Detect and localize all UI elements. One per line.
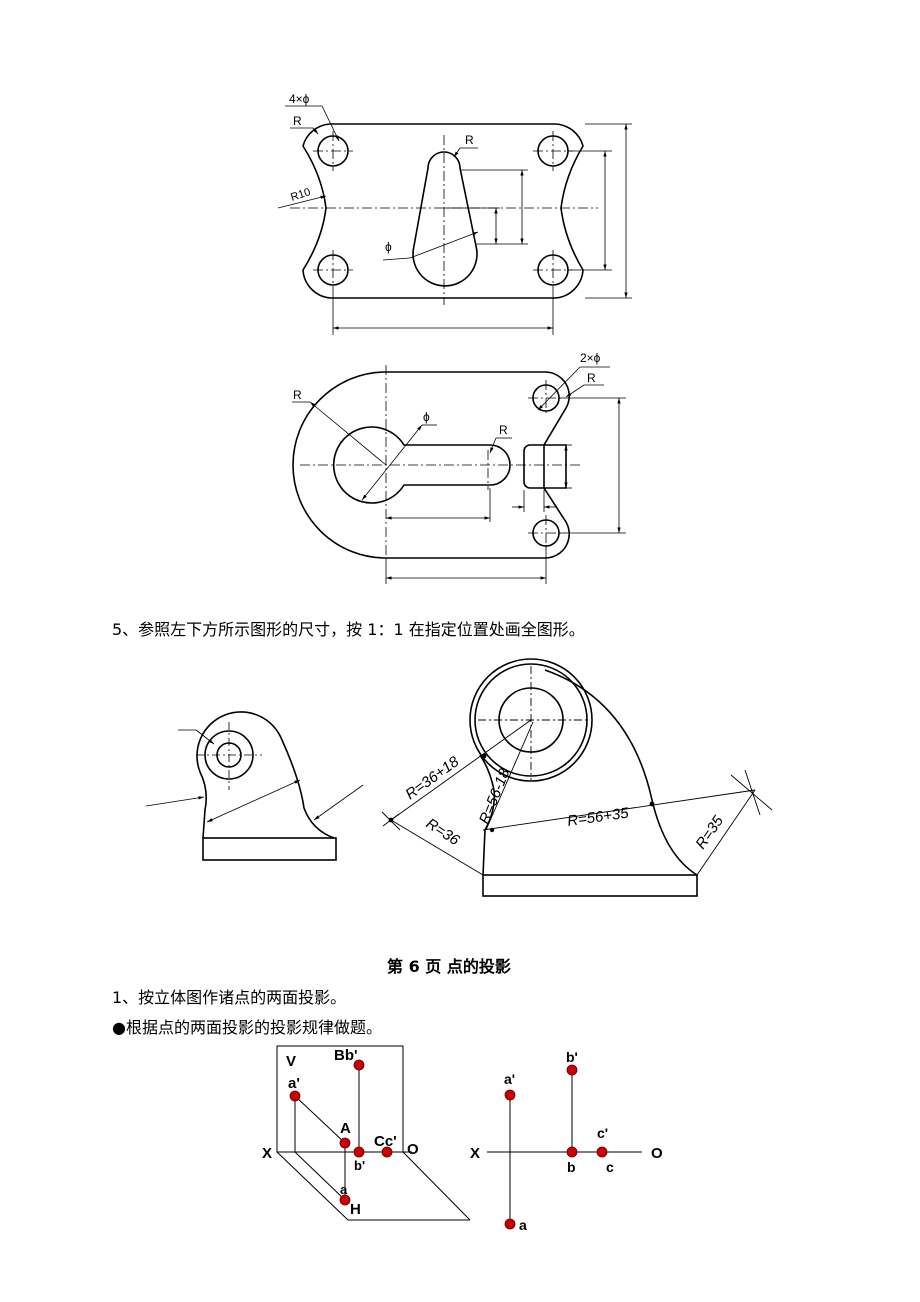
- point-a-2d: [504, 1218, 516, 1230]
- label-X-3d: X: [262, 1145, 272, 1162]
- label-a-prime-3d: a': [288, 1075, 300, 1092]
- figure-lug-dimension-texts: 2×ϕ R R ϕ R: [293, 351, 601, 437]
- label-b-prime-2d: b': [566, 1049, 578, 1065]
- diagram-3d-projection: [276, 1045, 471, 1221]
- page-6-title: 第 6 页 点的投影: [387, 957, 511, 976]
- figure-given-bracket: [196, 711, 337, 861]
- diagram-3d-points: [289, 1059, 393, 1206]
- point-B-3d: [353, 1059, 365, 1071]
- label-a-2d: a: [519, 1217, 527, 1233]
- label-r-36-plus-18: R=36+18: [402, 753, 462, 803]
- diagram-3d-labels: V Bb' a' A Cc' O X b' a H: [262, 1047, 419, 1218]
- label-r-56-minus-18: R=56-18: [476, 766, 514, 827]
- point-C-3d: [381, 1146, 393, 1158]
- label-Cc: Cc': [374, 1133, 397, 1150]
- label-r-56-plus-35: R=56+35: [566, 804, 630, 830]
- dim-r10: R10: [289, 186, 312, 204]
- figure-construction-lines: [381, 666, 773, 876]
- label-H: H: [350, 1201, 361, 1218]
- point-c-2d: [596, 1146, 608, 1158]
- label-X-2d: X: [470, 1145, 480, 1162]
- dim-corner-radius: R: [293, 114, 302, 128]
- bullet-icon: ●: [112, 1018, 126, 1037]
- point-b-2d: [566, 1146, 578, 1158]
- figure-plate-dimension-texts: 4×ϕ R R10 R ϕ: [289, 92, 474, 254]
- dim-four-holes: 4×ϕ: [289, 92, 310, 106]
- figure-lug-dimensions: [292, 366, 626, 584]
- note-text: 根据点的两面投影的投影规律做题。: [125, 1018, 382, 1037]
- dim-big-radius: R: [293, 388, 302, 402]
- label-r-36: R=36: [423, 815, 463, 849]
- figure-plate-dimensions: [277, 105, 632, 335]
- label-b-2d: b: [567, 1159, 576, 1175]
- figure-construction-labels: R=36+18 R=56-18 R=36 R=56+35 R=35: [402, 753, 727, 852]
- figure-given-bracket-lines: [145, 722, 364, 823]
- diagram-2d-labels: X O a' b' c' b c a: [470, 1049, 663, 1233]
- question-1: 1、按立体图作诸点的两面投影。: [112, 988, 347, 1007]
- figure-plate-centerlines: [290, 131, 598, 305]
- point-A-3d: [339, 1137, 351, 1149]
- point-b-prime-2d: [566, 1064, 578, 1076]
- figure-lug-centerlines: [300, 365, 580, 560]
- label-a-prime-2d: a': [504, 1071, 515, 1087]
- point-b-3d: [353, 1146, 365, 1158]
- dim-center-diameter: ϕ: [423, 410, 430, 424]
- figure-plate-four-holes: [302, 123, 584, 299]
- diagram-2d-points: [504, 1064, 608, 1230]
- label-c-prime-2d: c': [597, 1125, 608, 1141]
- projection-rule-note: ●根据点的两面投影的投影规律做题。: [112, 1014, 382, 1038]
- label-O-3d: O: [407, 1141, 419, 1158]
- point-a-3d: [339, 1194, 351, 1206]
- label-Bb: Bb': [334, 1047, 358, 1064]
- label-r-35: R=35: [692, 812, 727, 852]
- label-b-prime-3d: b': [354, 1158, 365, 1173]
- label-a-3d: a: [340, 1182, 348, 1197]
- dim-slot-diameter: ϕ: [385, 240, 392, 254]
- label-A: A: [340, 1120, 351, 1137]
- point-a-prime-3d: [289, 1090, 301, 1102]
- dim-lug-radius: R: [587, 371, 596, 385]
- label-c-2d: c: [606, 1159, 614, 1175]
- dim-slot-radius: R: [465, 133, 474, 147]
- label-O-2d: O: [651, 1145, 663, 1162]
- dim-two-holes: 2×ϕ: [580, 351, 601, 365]
- diagram-2d-projection: [487, 1070, 642, 1224]
- dim-slot-end-radius: R: [499, 423, 508, 437]
- figure-construction-points: [388, 753, 655, 833]
- problem-5-instruction: 5、参照左下方所示图形的尺寸，按 1：1 在指定位置处画全图形。: [112, 620, 585, 639]
- label-V: V: [286, 1053, 296, 1070]
- point-a-prime-2d: [504, 1089, 516, 1101]
